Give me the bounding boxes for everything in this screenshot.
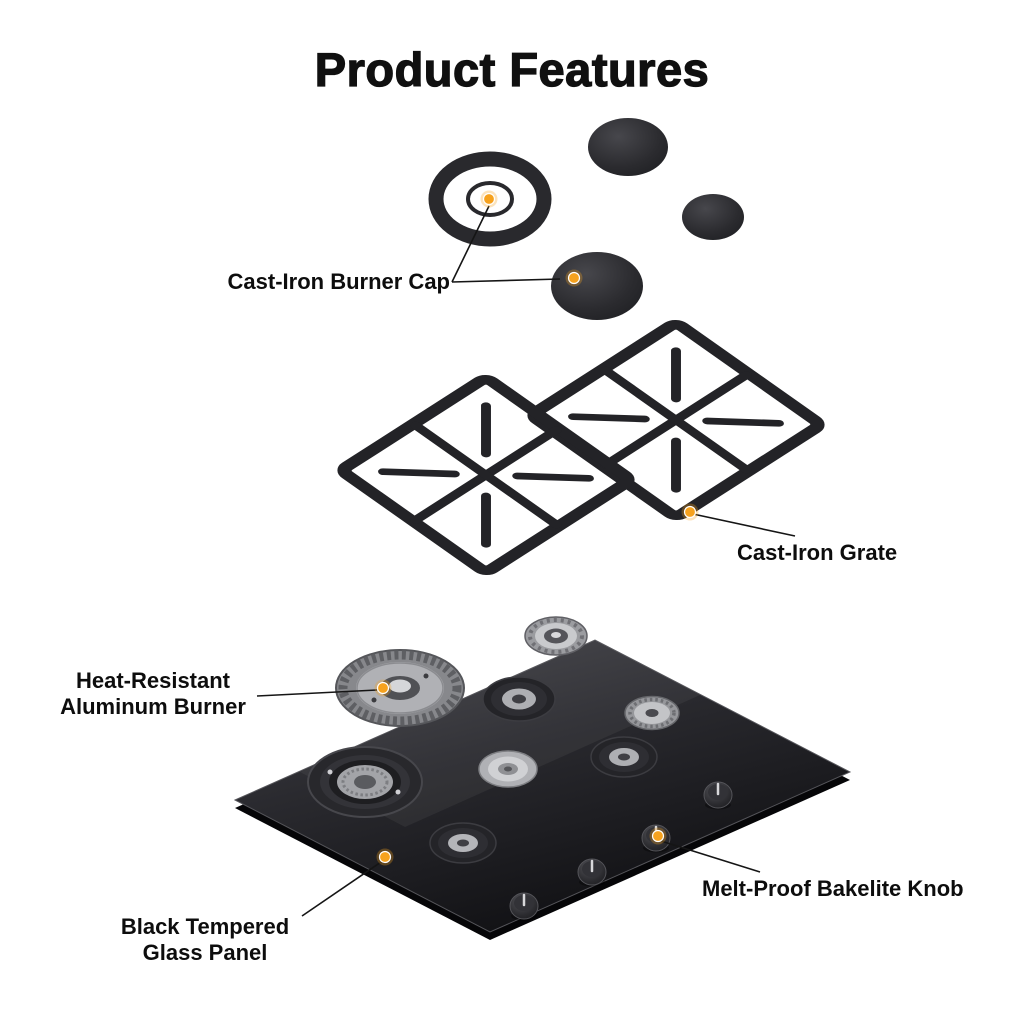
glass-panel-callout-line	[301, 859, 385, 917]
aluminum-burner-marker-dot	[376, 681, 390, 695]
cast-iron-grate-left	[341, 377, 631, 572]
burner-cap-callout-line-2	[451, 278, 561, 283]
cast-iron-burner-cap-large	[551, 252, 643, 320]
burner-base-back-right	[624, 695, 680, 731]
burner-head-exploded	[524, 616, 588, 656]
aluminum-burner-exploded	[335, 649, 465, 727]
callout-glass-panel-label: Black Tempered Glass Panel	[120, 914, 290, 966]
knob-marker-dot	[651, 829, 665, 843]
burner-cap-ring-marker-dot	[482, 192, 496, 206]
burner-base-back-left	[482, 676, 556, 722]
burner-cap-callout-line	[451, 205, 490, 283]
callout-burner-cap-label: Cast-Iron Burner Cap	[227, 269, 450, 294]
wok-burner-base	[307, 746, 423, 818]
control-knob-4	[509, 892, 539, 921]
burner-base-middle-right	[590, 736, 658, 778]
glass-panel-marker-dot	[378, 850, 392, 864]
grate-callout-line	[692, 513, 796, 537]
cast-iron-burner-cap-small	[588, 118, 668, 176]
aluminum-burner-callout-line	[256, 689, 378, 697]
control-knob-3	[577, 858, 607, 887]
callout-knob-label: Melt-Proof Bakelite Knob	[702, 876, 964, 901]
marker-dots	[374, 190, 699, 866]
page-title: Product Features	[314, 42, 710, 96]
cast-iron-burner-cap-ring	[428, 151, 552, 247]
grate-marker-dot	[683, 505, 697, 519]
callout-aluminum-burner-label: Heat-Resistant Aluminum Burner	[60, 668, 246, 720]
burner-base-front	[429, 822, 497, 864]
burner-base-middle	[478, 750, 538, 788]
knob-callout-line	[660, 840, 761, 873]
cast-iron-grate-right	[531, 322, 821, 517]
control-knob-1	[703, 781, 733, 810]
callout-grate-label: Cast-Iron Grate	[737, 540, 898, 565]
cast-iron-burner-cap-smaller	[682, 194, 744, 240]
callout-lines	[256, 205, 796, 917]
burner-cap-marker-dot	[567, 271, 581, 285]
